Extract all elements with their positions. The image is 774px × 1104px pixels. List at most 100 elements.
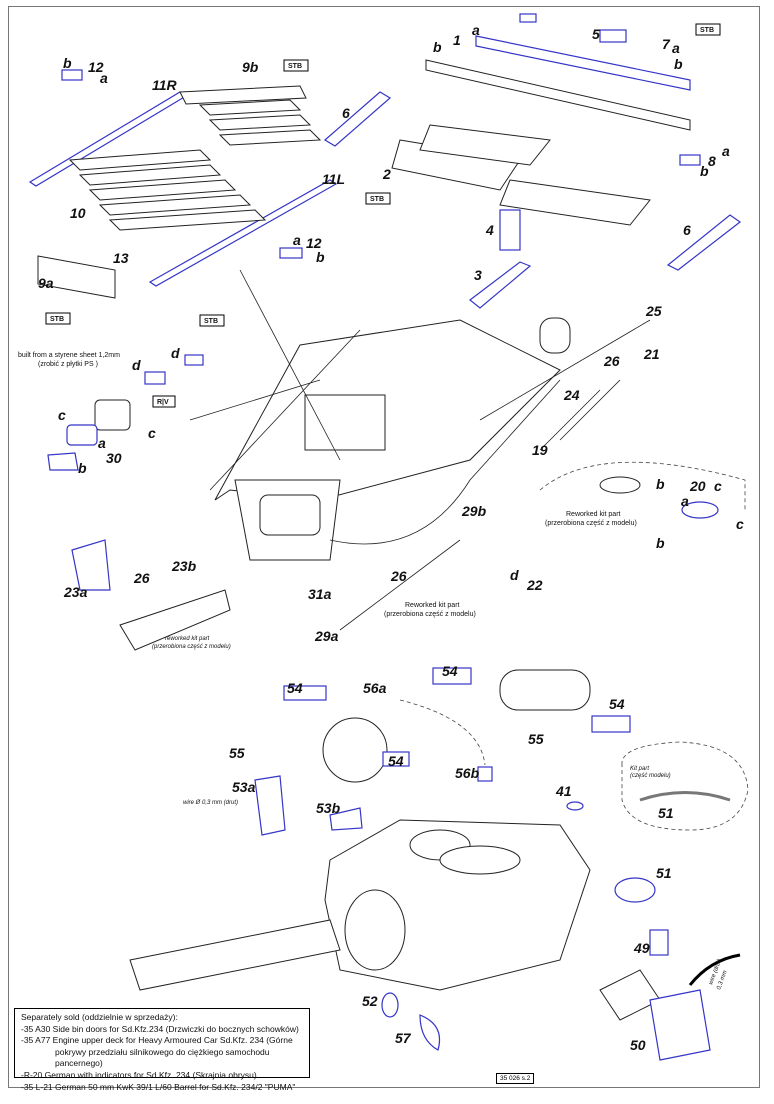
reworked-kit-part-20 bbox=[599, 476, 641, 494]
part-2-right bbox=[499, 179, 651, 226]
part-label: 24 bbox=[563, 387, 580, 403]
part-label: reworked kit part bbox=[165, 636, 210, 642]
part-label: 13 bbox=[113, 250, 129, 266]
part-label: (przerobiona część z modelu) bbox=[384, 611, 476, 618]
part-label: STB bbox=[288, 63, 302, 70]
part-label: (przerobiona część z modelu) bbox=[545, 520, 637, 527]
part-label: 49 bbox=[633, 940, 650, 956]
part-label: 1 bbox=[453, 32, 461, 48]
turret bbox=[129, 667, 749, 1061]
part-label: 23a bbox=[63, 584, 88, 600]
part-26-rod bbox=[339, 539, 461, 631]
reworked-kit-part-23 bbox=[119, 589, 231, 651]
part-49 bbox=[649, 929, 669, 956]
part-label: 53b bbox=[316, 800, 341, 816]
part-label: 31a bbox=[308, 586, 332, 602]
part-label: 26 bbox=[390, 568, 407, 584]
part-label: 9a bbox=[38, 275, 54, 291]
part-label: 2 bbox=[382, 166, 391, 182]
notes-line: -35 A30 Side bin doors for Sd.Kfz.234 (D… bbox=[21, 1023, 299, 1034]
part-label: 9b bbox=[242, 59, 259, 75]
hull-hatch bbox=[259, 494, 321, 536]
part-label: a bbox=[100, 70, 108, 86]
part-3 bbox=[469, 261, 532, 309]
part-25 bbox=[539, 317, 571, 354]
part-label: Reworked kit part bbox=[405, 602, 460, 609]
drawing-stroke bbox=[198, 99, 302, 116]
part-label: 26 bbox=[603, 353, 620, 369]
drawing-stroke bbox=[218, 129, 322, 146]
part-8 bbox=[679, 154, 701, 166]
part-label: 8 bbox=[708, 153, 716, 169]
part-20 bbox=[681, 501, 719, 519]
part-label: 11R bbox=[152, 77, 178, 93]
drawing-stroke bbox=[199, 314, 225, 327]
part-label: a bbox=[681, 493, 689, 509]
part-label: 56b bbox=[455, 765, 480, 781]
part-label: Reworked kit part bbox=[566, 511, 621, 518]
part-label: 6 bbox=[342, 105, 350, 121]
part-label: d bbox=[510, 567, 519, 583]
drawing-stroke bbox=[283, 59, 309, 72]
stb-markers: STB STB STB STB STB R|V bbox=[45, 23, 721, 408]
part-label: a bbox=[472, 22, 480, 38]
hull-fender bbox=[329, 379, 561, 545]
hull-rear bbox=[71, 269, 746, 651]
part-2-mid bbox=[419, 124, 551, 166]
part-54b bbox=[382, 751, 410, 767]
part-53b bbox=[329, 807, 363, 831]
rv-marker: R|V bbox=[157, 399, 169, 406]
detail-callout-51 bbox=[621, 741, 749, 831]
part-label: 50 bbox=[630, 1037, 646, 1053]
part-54d bbox=[591, 715, 631, 733]
part-label: a bbox=[293, 232, 301, 248]
part-label: b bbox=[656, 535, 665, 551]
part-label: 54 bbox=[287, 680, 303, 696]
drawing-stroke bbox=[479, 319, 651, 421]
drawing-stroke bbox=[45, 312, 71, 325]
part-54c bbox=[432, 667, 472, 685]
part-label: 23b bbox=[171, 558, 197, 574]
notes-line: pokrywy przedziału silnikowego do ciężki… bbox=[55, 1046, 270, 1069]
part-1 bbox=[425, 59, 691, 131]
part-label: 54 bbox=[388, 753, 404, 769]
part-label: d bbox=[132, 357, 141, 373]
part-label: 3 bbox=[474, 267, 482, 283]
drawing-stroke bbox=[365, 192, 391, 205]
part-label: d bbox=[171, 345, 180, 361]
smoke-launcher bbox=[599, 969, 661, 1021]
part-label: c bbox=[714, 478, 722, 494]
part-label: b bbox=[656, 476, 665, 492]
drawing-stroke bbox=[108, 209, 267, 231]
drawing-stroke bbox=[98, 194, 252, 216]
part-label: 12 bbox=[88, 59, 104, 75]
notes-title: Separately sold (oddzielnie w sprzedaży)… bbox=[21, 1012, 178, 1022]
part-label: built from a styrene sheet 1,2mm bbox=[18, 352, 120, 359]
drawing-stroke bbox=[152, 395, 176, 408]
part-57 bbox=[419, 1014, 441, 1051]
part-50 bbox=[649, 989, 711, 1061]
part-label: 55 bbox=[528, 731, 544, 747]
part-label: 57 bbox=[395, 1030, 412, 1046]
drawing-stroke bbox=[94, 399, 131, 431]
part-label: (część modelu) bbox=[630, 773, 671, 779]
part-label: c bbox=[736, 516, 744, 532]
drawing-stroke bbox=[68, 149, 212, 171]
part-label: 54 bbox=[609, 696, 625, 712]
sheet-frame bbox=[8, 6, 760, 1088]
drawing-stroke bbox=[66, 424, 98, 446]
drawing-stroke bbox=[208, 114, 312, 131]
part-label: b bbox=[316, 249, 325, 265]
engine-grille bbox=[304, 394, 386, 451]
notes-line: -35 L-21 German 50 mm KwK 39/1 L/60 Barr… bbox=[21, 1081, 296, 1092]
part-4 bbox=[499, 209, 521, 251]
part-label: 12 bbox=[306, 235, 322, 251]
part-1-top bbox=[475, 35, 691, 91]
drawing-stroke bbox=[399, 699, 486, 766]
part-9a bbox=[37, 255, 116, 299]
part-label: 21 bbox=[643, 346, 660, 362]
part-23a bbox=[71, 539, 111, 591]
part-label: 51 bbox=[656, 865, 672, 881]
part-label: STB bbox=[50, 316, 64, 323]
